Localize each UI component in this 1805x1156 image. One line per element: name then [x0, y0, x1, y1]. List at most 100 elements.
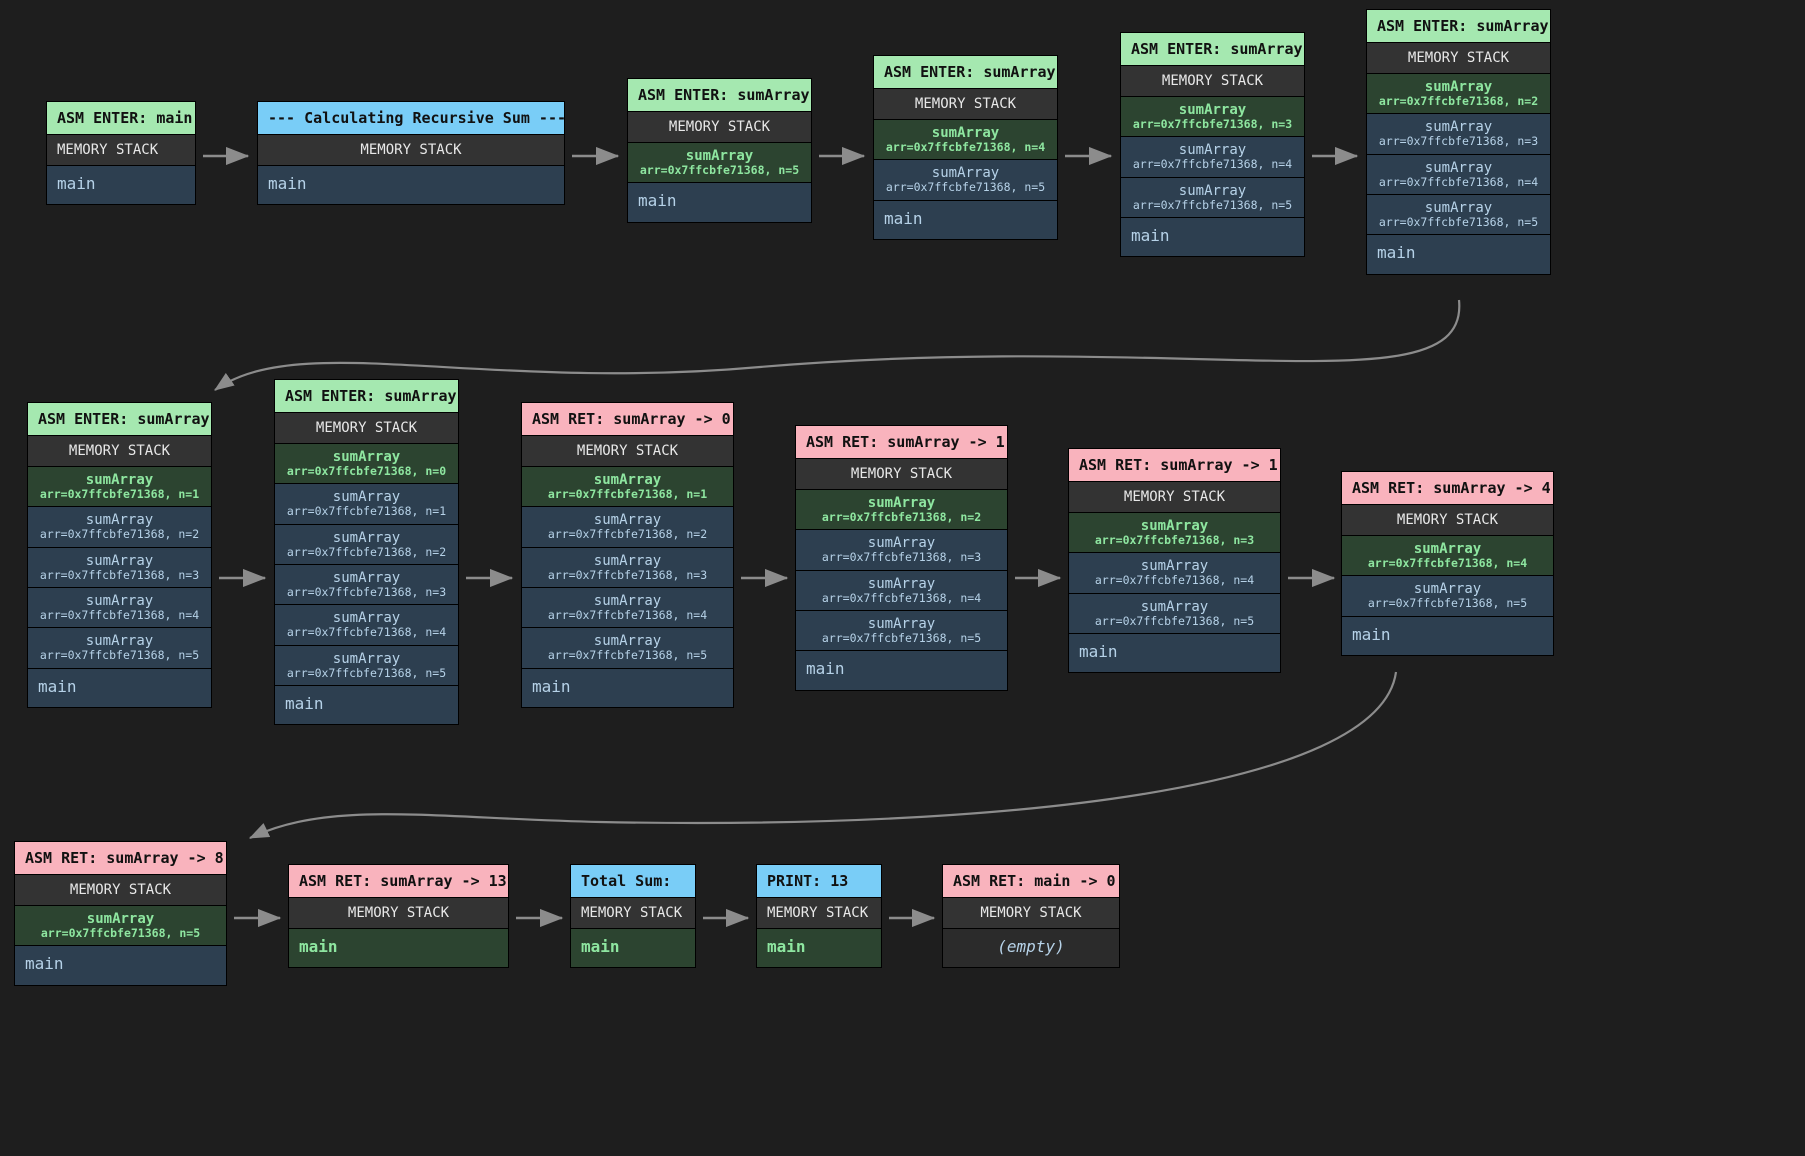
stack-frame[interactable]: main: [1367, 235, 1550, 274]
frame-function-name: main: [767, 937, 806, 956]
frame-arguments: arr=0x7ffcbfe71368, n=3: [547, 567, 708, 582]
stack-frame[interactable]: main: [15, 946, 226, 985]
frame-function-name: sumArray: [1413, 581, 1482, 598]
stack-frame[interactable]: main: [28, 668, 211, 707]
frame-function-name: sumArray: [593, 552, 662, 569]
stack-frame[interactable]: main: [275, 685, 458, 725]
stack-frame[interactable]: main: [1069, 633, 1280, 673]
frame-function-name: sumArray: [931, 125, 1000, 141]
stack-frame[interactable]: main: [628, 183, 811, 222]
frame-arguments: arr=0x7ffcbfe71368, n=3: [821, 550, 982, 565]
frame-function-name: sumArray: [1140, 518, 1209, 534]
frame-function-name: sumArray: [1178, 182, 1247, 199]
node-header: ASM ENTER: sumArray: [1121, 33, 1304, 66]
node-header: ASM RET: sumArray -> 4: [1342, 472, 1553, 505]
stack-frame[interactable]: main: [289, 929, 508, 968]
frame-arguments: arr=0x7ffcbfe71368, n=2: [1378, 94, 1539, 109]
stack-frame[interactable]: main: [522, 668, 733, 707]
stack-frame[interactable]: main: [757, 929, 881, 968]
node-header: Total Sum:: [571, 865, 695, 898]
frame-arguments: arr=0x7ffcbfe71368, n=2: [39, 527, 200, 542]
node-header: ASM RET: sumArray -> 13: [289, 865, 508, 898]
frame-function-name: sumArray: [1140, 598, 1209, 615]
stack-frame[interactable]: main: [47, 166, 195, 205]
stack-frame[interactable]: main: [796, 651, 1007, 690]
frame-function-name: main: [532, 676, 571, 696]
frame-arguments: arr=0x7ffcbfe71368, n=4: [885, 140, 1046, 155]
frame-arguments: arr=0x7ffcbfe71368, n=5: [1132, 197, 1293, 212]
frame-arguments: arr=0x7ffcbfe71368, n=5: [639, 163, 800, 178]
stack-frame[interactable]: main: [874, 200, 1057, 240]
stack-frame[interactable]: main: [1121, 217, 1304, 257]
stack-frame-empty[interactable]: (empty): [943, 929, 1119, 968]
stack-frame[interactable]: main: [1342, 616, 1553, 656]
frame-arguments: arr=0x7ffcbfe71368, n=3: [1094, 533, 1255, 548]
node-header: ASM RET: sumArray -> 8: [15, 842, 226, 875]
frame-arguments: arr=0x7ffcbfe71368, n=4: [39, 608, 200, 623]
frame-arguments: arr=0x7ffcbfe71368, n=4: [821, 590, 982, 605]
frame-arguments: arr=0x7ffcbfe71368, n=4: [1378, 174, 1539, 189]
frame-arguments: arr=0x7ffcbfe71368, n=5: [1378, 215, 1539, 230]
frame-function-name: main: [884, 208, 923, 228]
stack-frame[interactable]: main: [571, 929, 695, 968]
stack-frame[interactable]: main: [258, 166, 564, 205]
frame-function-name: main: [268, 174, 307, 193]
frame-arguments: arr=0x7ffcbfe71368, n=1: [547, 487, 708, 502]
frame-function-name: main: [638, 191, 677, 211]
trace-node[interactable]: --- Calculating Recursive Sum ---MEMORY …: [257, 101, 565, 206]
frame-function-name: sumArray: [332, 529, 401, 546]
